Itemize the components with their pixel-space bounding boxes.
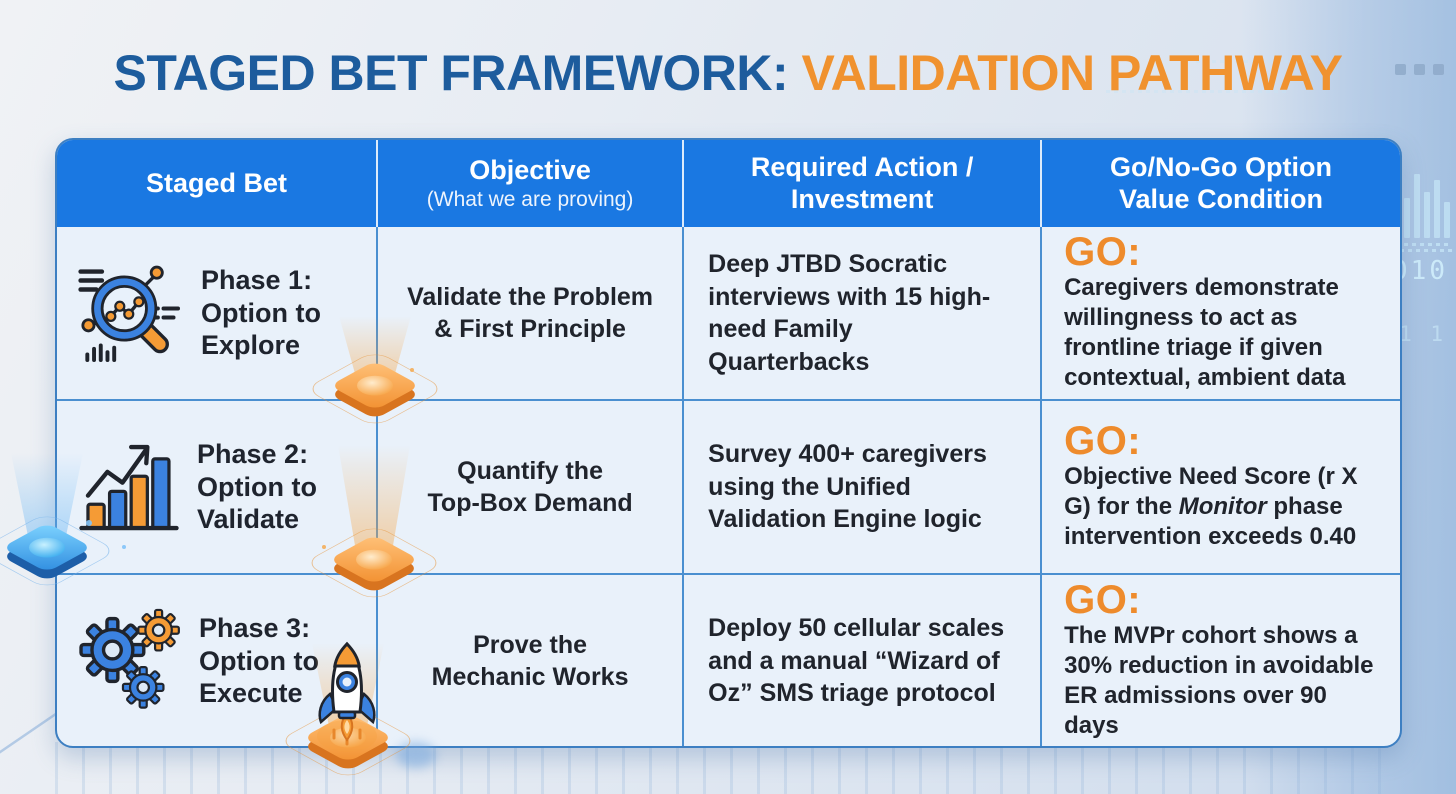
magnifier-analytics-icon (78, 265, 181, 362)
rocket-icon (312, 640, 382, 757)
condition-italic-word: Monitor (1178, 493, 1267, 520)
cell-phase-1: Phase 1: Option to Explore (57, 227, 378, 399)
phase-option: Option to Validate (197, 471, 317, 535)
dash-row-decoration (1388, 243, 1452, 246)
table-row-phase-2: Phase 2: Option to Validate Quantify the… (57, 399, 1400, 573)
page-title: STAGED BET FRAMEWORK: VALIDATION PATHWAY (0, 44, 1456, 102)
cell-condition-2: GO: Objective Need Score (r X G) for the… (1042, 401, 1400, 573)
dash-row-decoration (1106, 90, 1286, 93)
cell-condition-3: GO: The MVPr cohort shows a 30% reductio… (1042, 575, 1400, 746)
cell-action-3: Deploy 50 cellular scales and a manual “… (684, 575, 1043, 746)
go-label: GO: (1064, 230, 1142, 274)
phase-name: Phase 1: (201, 265, 313, 296)
cell-condition-1: GO: Caregivers demonstrate willingness t… (1042, 227, 1400, 399)
glow-dot-decoration (396, 742, 436, 768)
binary-text-2: 1 1 (1399, 322, 1446, 346)
header-go-no-go: Go/No-Go Option Value Condition (1110, 151, 1332, 214)
go-label: GO: (1064, 578, 1142, 622)
phase-option: Option to Execute (199, 645, 319, 709)
spark-dot (122, 545, 126, 549)
title-accent: VALIDATION PATHWAY (788, 45, 1344, 101)
header-objective: Objective (What we are proving) (378, 140, 685, 227)
phase-label: Phase 3: Option to Execute (199, 612, 359, 709)
title-primary: STAGED BET FRAMEWORK: (113, 45, 789, 101)
header-staged-bet: Staged Bet (57, 140, 378, 227)
phase-option: Option to Explore (201, 297, 321, 361)
cell-phase-2: Phase 2: Option to Validate (57, 401, 378, 573)
cell-action-1: Deep JTBD Socratic interviews with 15 hi… (684, 227, 1043, 399)
dots-decoration (1395, 64, 1444, 75)
cell-phase-3: Phase 3: Option to Execute (57, 575, 378, 746)
staged-bet-table: Staged Bet Objective (What we are provin… (55, 138, 1402, 748)
go-label: GO: (1064, 419, 1142, 463)
header-required-action: Required Action / Investment (684, 140, 1043, 227)
phase-label: Phase 2: Option to Validate (197, 438, 357, 535)
spark-dot (322, 545, 326, 549)
bottom-bars-decoration (55, 742, 1395, 794)
condition-text: Objective Need Score (r X G) for the Mon… (1064, 463, 1358, 550)
phase-name: Phase 2: (197, 439, 309, 470)
header-objective-subtitle: (What we are proving) (426, 188, 634, 212)
table-row-phase-1: Phase 1: Option to Explore Validate the … (57, 227, 1400, 399)
condition-text: The MVPr cohort shows a 30% reduction in… (1064, 622, 1374, 739)
table-header-row: Staged Bet Objective (What we are provin… (57, 140, 1400, 227)
cell-objective-1: Validate the Problem& First Principle (378, 227, 685, 399)
dash-row-decoration (1400, 249, 1452, 252)
phase-name: Phase 3: (199, 613, 311, 644)
gears-icon (79, 608, 180, 709)
dash-row-decoration (1196, 60, 1316, 63)
condition-text: Caregivers demonstrate willingness to ac… (1064, 274, 1346, 391)
spark-dot (410, 368, 414, 372)
phase-label: Phase 1: Option to Explore (201, 264, 361, 361)
cell-action-2: Survey 400+ caregivers using the Unified… (684, 401, 1043, 573)
spark-dot (86, 520, 92, 526)
growth-bar-chart-icon (79, 444, 179, 531)
